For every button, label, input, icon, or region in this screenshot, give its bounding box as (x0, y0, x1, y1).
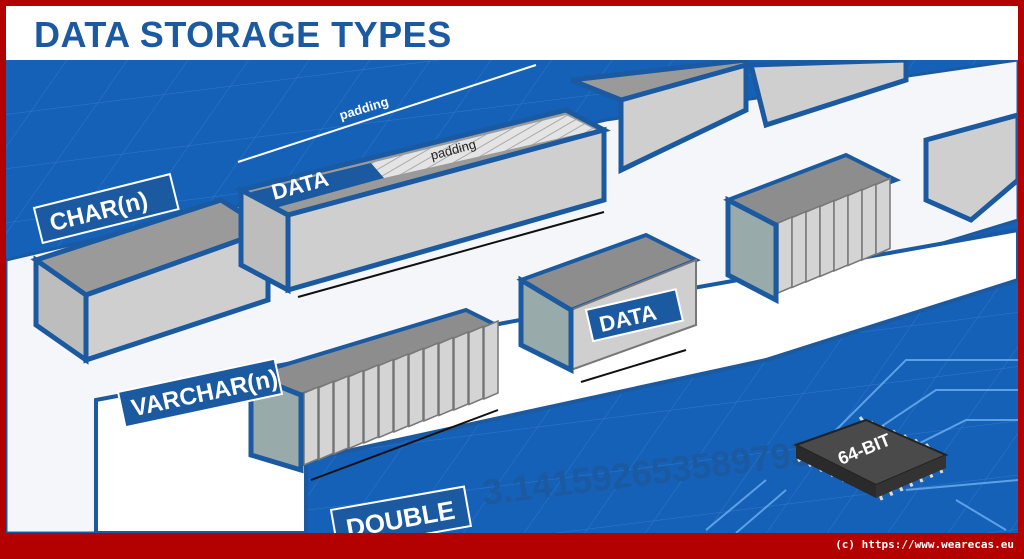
char-width-arrow (297, 211, 605, 298)
accordion-fold (318, 380, 334, 461)
accordion-fold (819, 199, 835, 278)
accordion-fold (805, 204, 821, 284)
varchar-long-arrow (310, 409, 499, 481)
copyright-footer: (c) https://www.wearecas.eu (835, 538, 1014, 551)
accordion-fold (875, 177, 891, 256)
page-title: DATA STORAGE TYPES (34, 14, 452, 55)
varchar-data-arrow (580, 349, 687, 383)
accordion-fold (378, 358, 394, 439)
accordion-fold (791, 210, 807, 289)
accordion-fold (303, 385, 319, 467)
accordion-fold (438, 336, 454, 417)
accordion-fold (408, 347, 424, 428)
chip-64bit: 64-BIT (793, 416, 949, 501)
storage-illustration: DATA padding padding CHAR(n) (6, 60, 1018, 533)
accordion-fold (847, 188, 863, 267)
char-box-background (570, 60, 1018, 223)
accordion-fold (861, 182, 877, 262)
accordion-fold (468, 325, 484, 406)
char-box-data: DATA padding (234, 107, 611, 295)
double-type-label: DOUBLE (329, 485, 473, 533)
accordion-fold (348, 369, 364, 450)
accordion-fold (453, 330, 469, 412)
accordion-fold (833, 193, 849, 273)
circuit-traces (705, 359, 1018, 533)
accordion-fold (393, 352, 409, 434)
accordion-fold (777, 215, 793, 295)
accordion-fold (333, 374, 349, 456)
accordion-fold (363, 363, 379, 445)
accordion-fold (483, 319, 499, 401)
varchar-compressed-short (723, 152, 901, 305)
varchar-compressed-data: DATA (516, 232, 701, 375)
accordion-fold (423, 341, 439, 423)
padding-arrow (237, 64, 537, 163)
title-bar: DATA STORAGE TYPES (6, 6, 1018, 60)
